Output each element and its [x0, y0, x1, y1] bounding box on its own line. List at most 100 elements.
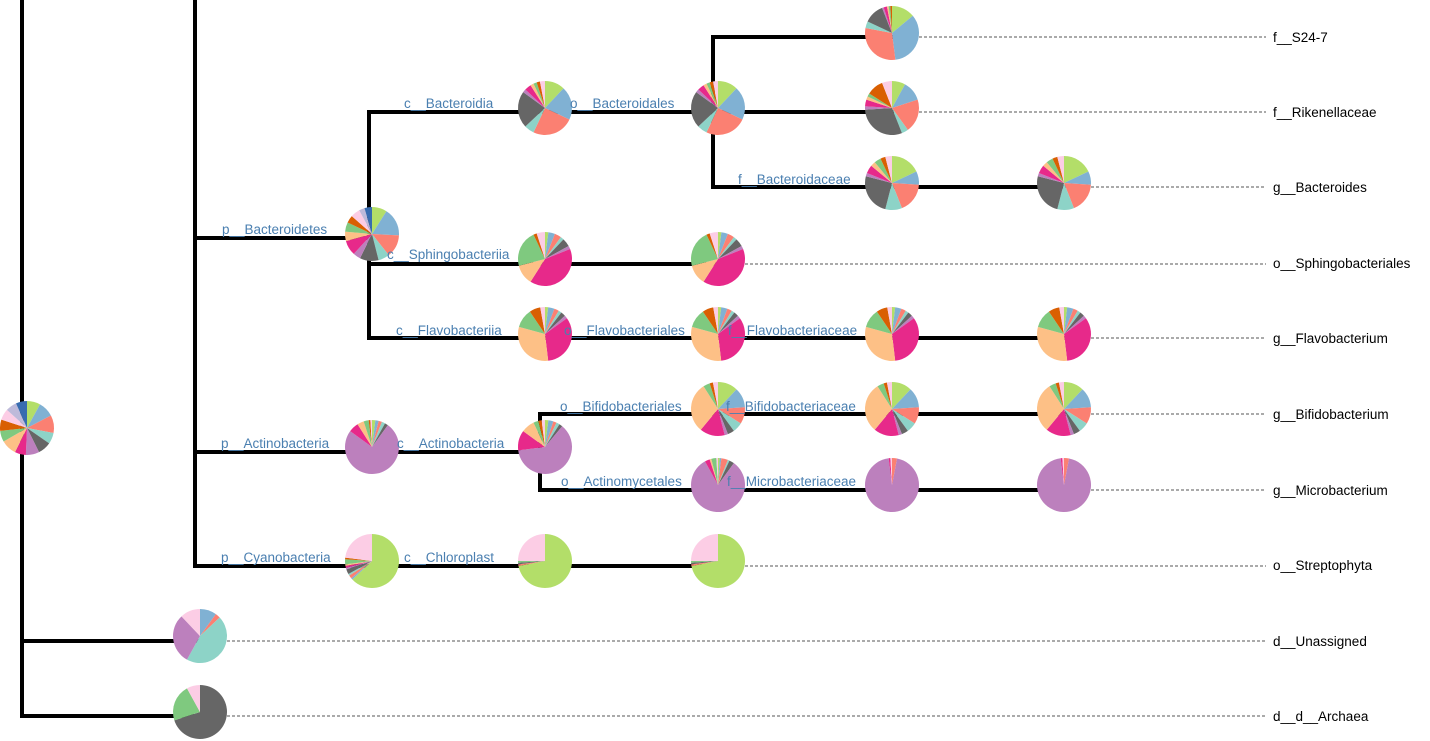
pie-slice	[892, 409, 908, 435]
pie-slice	[518, 311, 545, 334]
pie-slice	[698, 108, 718, 133]
pie-slice	[709, 382, 718, 409]
pie-slice	[691, 326, 722, 361]
pie-slice	[886, 382, 892, 409]
pie-slice	[372, 420, 382, 447]
pie-slice	[345, 557, 372, 561]
pie-p_bacteroidetes	[345, 207, 399, 261]
pie-tip_bifidobacterium	[1037, 382, 1092, 436]
pie-slice	[1049, 383, 1064, 409]
pie-o_bacteroidales	[691, 81, 745, 136]
pie-slice	[865, 108, 902, 136]
pie-slice	[345, 561, 372, 568]
pie-slice	[518, 259, 545, 282]
pie-slice	[892, 183, 919, 209]
pie-slice	[545, 232, 555, 259]
pie-slice	[885, 156, 892, 183]
pie-o_bifidobacteriales	[690, 382, 745, 436]
pie-slice	[718, 307, 728, 334]
pie-slice	[1064, 382, 1083, 409]
pie-slice	[864, 106, 892, 110]
pie-slice	[536, 232, 545, 259]
pie-slice	[866, 96, 892, 108]
pie-o_actinomycetales	[691, 458, 746, 512]
pie-slice	[518, 534, 573, 588]
pie-slice	[892, 81, 906, 108]
pie-slice	[351, 561, 372, 580]
pie-slice	[545, 315, 567, 334]
pie-slice	[348, 561, 372, 576]
label-p-cyanobacteria: p__Cyanobacteria	[221, 550, 331, 565]
pie-slice	[718, 233, 734, 259]
pie-slice	[545, 245, 571, 259]
pie-slice	[892, 310, 909, 334]
pie-slice	[0, 419, 28, 431]
pie-slice	[892, 99, 919, 130]
pie-slice	[345, 559, 372, 565]
pie-slice	[706, 82, 718, 108]
pie-slice	[1064, 156, 1089, 183]
pie-slice	[1064, 310, 1081, 334]
label-o-actinomycetales: o__Actinomycetales	[561, 474, 682, 489]
label-f-bifidobacteriaceae: f__Bifidobacteriaceae	[726, 399, 856, 414]
pie-slice	[27, 428, 50, 453]
pie-slice	[372, 211, 399, 236]
pie-p_cyanobacteria	[345, 534, 399, 588]
pie-slice	[691, 461, 746, 512]
label-c-flavobacteriia: c__Flavobacteriia	[396, 323, 502, 338]
pie-slice	[200, 614, 220, 636]
pie-slice	[718, 239, 742, 259]
pie-f_microbacteriaceae	[864, 458, 919, 512]
pie-slice	[877, 383, 892, 409]
pie-slice	[1057, 183, 1074, 210]
labels: p__Bacteroidetes c__Bacteroidia o__Bacte…	[221, 30, 1411, 724]
tip-label-bifidobacterium: g__Bifidobacterium	[1273, 407, 1389, 422]
pie-slice	[1064, 307, 1068, 334]
pie-slice	[1036, 458, 1091, 512]
pie-slice	[173, 616, 200, 660]
pie-slice	[892, 307, 896, 334]
pie-slice	[892, 409, 902, 436]
pie-slice	[888, 458, 892, 485]
label-c-chloroplast: c__Chloroplast	[404, 550, 494, 565]
pie-slice	[539, 81, 545, 108]
pie-slice	[518, 426, 572, 474]
pie-slice	[876, 307, 892, 334]
pie-slice	[1064, 183, 1091, 209]
pie-slice	[518, 561, 545, 565]
pie-f_flavobacteriaceae	[865, 307, 919, 361]
label-o-bacteroidales: o__Bacteroidales	[570, 96, 675, 111]
pie-slice	[346, 561, 372, 575]
pie-slice	[864, 458, 919, 512]
pie-slice	[1064, 409, 1074, 436]
pie-slice	[718, 458, 720, 485]
pie-slice	[545, 422, 560, 447]
pie-slice	[718, 310, 735, 334]
pie-slice	[874, 409, 899, 436]
pie-f_bacteroidaceae	[865, 156, 919, 210]
pie-slice	[718, 458, 728, 485]
pie-slice	[545, 81, 564, 108]
pie-slice	[892, 6, 913, 33]
pie-slice	[173, 688, 200, 721]
pie-slice	[357, 421, 372, 447]
pie-slice	[372, 423, 388, 447]
pie-slice	[518, 534, 545, 561]
pie-slice	[864, 386, 892, 430]
pie-slice	[703, 383, 718, 409]
tip-label-flavobacterium: g__Flavobacterium	[1273, 331, 1388, 346]
pie-slice	[892, 307, 902, 334]
pie-tip_s24_7	[865, 6, 919, 60]
pie-slice	[713, 307, 718, 334]
pie-slice	[372, 234, 399, 256]
pie-slice	[3, 428, 28, 453]
pie-slice	[691, 259, 718, 282]
pie-slice	[718, 88, 745, 120]
pie-slice	[718, 237, 737, 259]
pie-root	[0, 401, 55, 455]
pie-slice	[691, 311, 718, 334]
pie-slice	[345, 231, 372, 242]
pie-slice	[691, 534, 745, 588]
pie-slice	[363, 420, 372, 447]
pie-slice	[25, 428, 40, 455]
